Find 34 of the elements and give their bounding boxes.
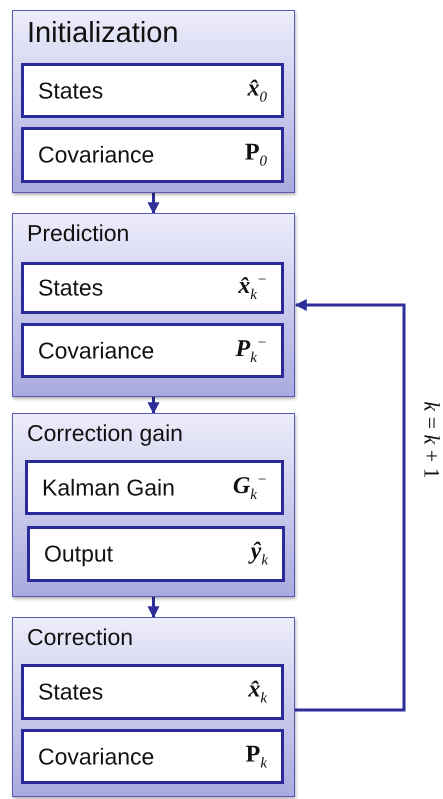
item-box [21,127,284,183]
item-box [21,262,284,314]
stage-heading: Correction gain [27,420,183,447]
item-box [21,63,284,118]
item-label: States [38,678,104,706]
stage-panel [12,413,295,597]
item-box [21,664,284,720]
math-symbol: P$_{k}$ [246,741,267,772]
math-symbol: ŷ$_{k}$ [250,538,268,570]
item-label: Kalman Gain [42,474,175,501]
item-label: Covariance [38,337,154,364]
stage-panel [12,10,295,193]
math-symbol: P$_{0}$ [244,140,267,170]
item-label: Covariance [38,142,154,168]
math-symbol: x̂$_{0}$ [248,75,267,106]
item-box [21,729,284,784]
stage-heading: Initialization [27,17,179,50]
item-label: States [38,77,104,104]
arrow [294,299,406,712]
item-box [21,323,284,378]
arrow [148,397,160,414]
stage-heading: Correction [27,624,134,651]
edge-label: k = k + 1 [418,401,443,479]
arrow [148,597,160,618]
item-box [27,526,285,582]
stage-panel [12,617,295,797]
arrow [148,193,160,214]
item-box [25,460,284,515]
item-label: Output [44,540,114,568]
stage-panel [12,213,295,397]
stage-heading: Prediction [27,220,130,247]
item-label: Covariance [38,743,154,770]
item-label: States [38,274,104,302]
math-symbol: x̂$_{k}$ [248,676,267,708]
